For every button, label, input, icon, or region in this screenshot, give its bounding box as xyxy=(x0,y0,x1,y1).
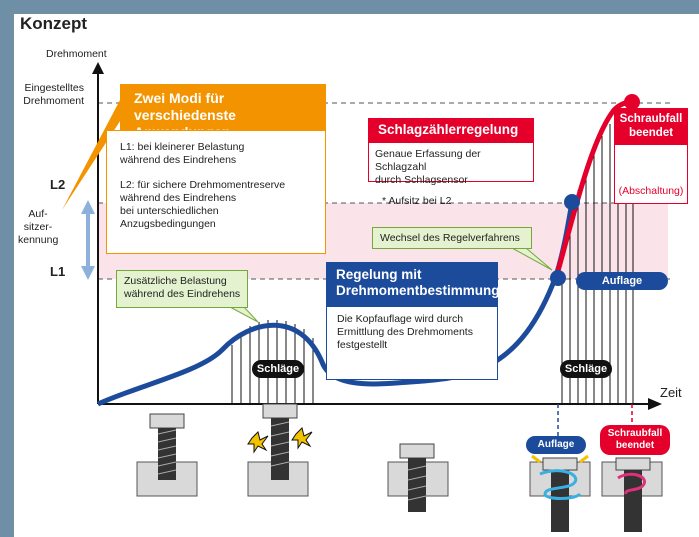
modes-body-box: L1: bei kleinerer Belastung während des … xyxy=(106,130,326,254)
modes-heading-box: Zwei Modi für verschiedenste Anwendungen xyxy=(120,84,326,140)
impacts-pill-1: Schläge xyxy=(252,360,304,378)
y-axis-label: Drehmoment xyxy=(46,48,107,60)
page-title: Konzept xyxy=(20,14,88,33)
point-l2 xyxy=(564,194,580,210)
x-axis-label: Zeit xyxy=(660,385,682,400)
mode-l2-text: L2: für sichere Drehmomentreserve währen… xyxy=(120,179,286,230)
impacts-pill-2: Schläge xyxy=(560,360,612,378)
seating-arrow-up xyxy=(81,200,95,214)
impact-control-heading-box: Schlagzählerregelung xyxy=(368,118,534,142)
spark-left-icon xyxy=(247,431,269,454)
bolt-illustration-1 xyxy=(136,413,198,497)
end-heading: Schraubfall beendet xyxy=(615,109,687,145)
torque-control-text: Die Kopfauflage wird durch Ermittlung de… xyxy=(337,313,473,351)
impact-control-body-box: Genaue Erfassung der Schlagzahl durch Sc… xyxy=(368,142,534,186)
point-l1 xyxy=(550,270,566,286)
impact-control-heading: Schlagzählerregelung xyxy=(378,122,519,137)
seating-l2-note: * Aufsitz bei L2 xyxy=(382,195,452,207)
seating-arrow-down xyxy=(81,266,95,280)
torque-control-body-box: Die Kopfauflage wird durch Ermittlung de… xyxy=(326,306,498,380)
end-pill-bottom: Schraubfall beendet xyxy=(600,425,670,455)
additional-load-note: Zusätzliche Belastung während des Eindre… xyxy=(116,270,248,308)
spark-right-icon xyxy=(291,427,313,450)
bolt-illustration-5 xyxy=(601,457,663,532)
l1-label: L1 xyxy=(50,264,66,279)
switch-note: Wechsel des Regelverfahrens xyxy=(372,227,532,249)
end-subtext: (Abschaltung) xyxy=(618,185,684,197)
seat-pill-bottom: Auflage xyxy=(526,436,586,454)
y-axis-arrow xyxy=(92,62,104,74)
l2-label: L2 xyxy=(50,177,66,192)
set-torque-label: Eingestelltes Drehmoment xyxy=(23,82,84,107)
torque-control-heading-box: Regelung mit Drehmomentbestimmung xyxy=(326,262,500,306)
seating-detection-label: Auf- sitzer- kennung xyxy=(18,208,59,246)
torque-control-heading: Regelung mit Drehmomentbestimmung xyxy=(336,267,500,298)
x-axis-arrow xyxy=(648,398,662,410)
impact-control-text: Genaue Erfassung der Schlagzahl durch Sc… xyxy=(375,148,481,186)
mode-callout-pointer xyxy=(62,100,126,210)
end-box: Schraubfall beendet (Abschaltung) xyxy=(614,108,688,204)
point-end xyxy=(624,94,640,110)
bolt-illustration-2 xyxy=(247,403,313,497)
mode-l1-text: L1: bei kleinerer Belastung während des … xyxy=(120,141,245,166)
additional-load-pointer xyxy=(229,306,259,323)
seat-pill: Auflage xyxy=(576,272,668,290)
bolt-illustration-4 xyxy=(529,454,591,532)
bolt-illustration-3 xyxy=(387,443,449,512)
